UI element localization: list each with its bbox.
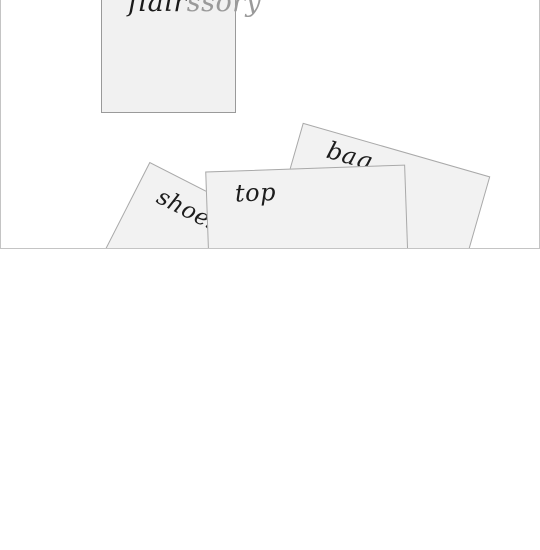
card-top[interactable]: top bbox=[205, 164, 413, 248]
card-top-label: top bbox=[234, 178, 277, 208]
logo-wordmark-light: ssory bbox=[186, 0, 262, 18]
logo-wordmark: flairssory bbox=[128, 0, 261, 18]
card-canvas[interactable]: flairssory shoes bag top bbox=[0, 0, 540, 249]
logo-wordmark-dark: flair bbox=[128, 0, 187, 18]
logo-card[interactable]: flairssory bbox=[101, 0, 261, 113]
